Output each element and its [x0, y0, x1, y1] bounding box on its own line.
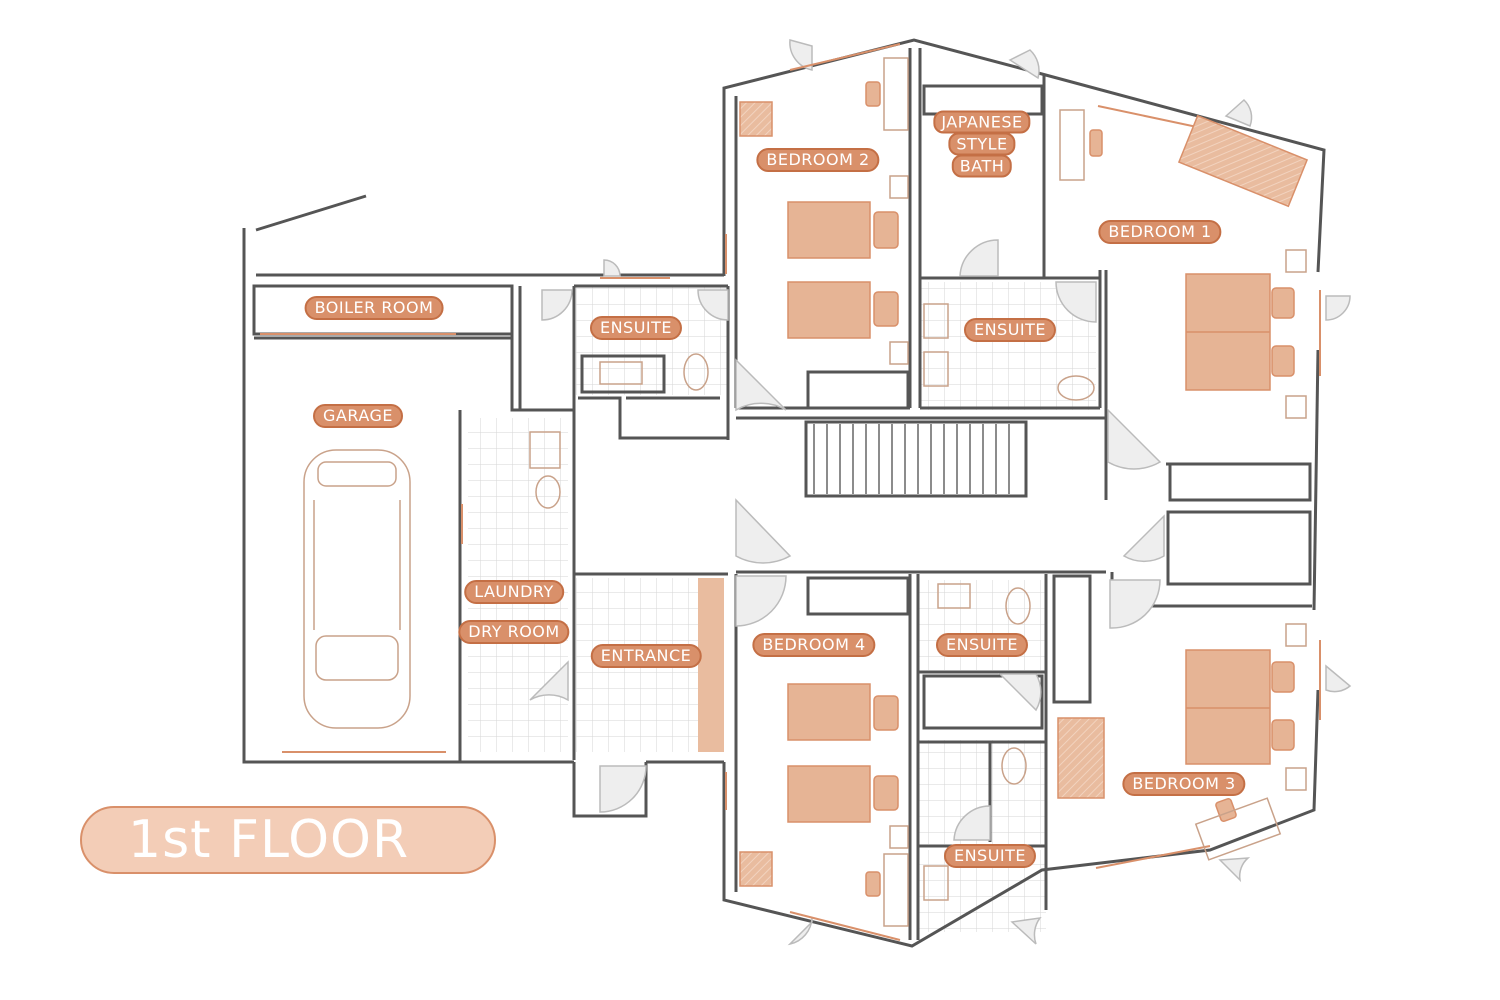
tiled-floors — [468, 282, 1096, 932]
room-label-bedroom-2: BEDROOM 2 — [756, 148, 880, 172]
fixtures — [303, 57, 1307, 927]
room-label-ensuite-1: ENSUITE — [589, 316, 683, 340]
room-label-style: STYLE — [948, 132, 1016, 156]
floor-badge — [80, 806, 496, 874]
room-label-boiler-room: BOILER ROOM — [304, 296, 444, 320]
room-label-entrance: ENTRANCE — [590, 644, 702, 668]
room-label-laundry: LAUNDRY — [464, 580, 564, 604]
room-label-bedroom-3: BEDROOM 3 — [1122, 772, 1246, 796]
room-label-bedroom-4: BEDROOM 4 — [752, 633, 876, 657]
room-label-japanese: JAPANESE — [933, 110, 1031, 134]
stair-treads — [813, 424, 1010, 494]
room-label-ensuite-2: ENSUITE — [963, 318, 1057, 342]
floor-label: 1st FLOOR — [128, 810, 410, 870]
doors — [529, 39, 1352, 946]
windows — [260, 43, 1321, 941]
room-label-bath: BATH — [951, 154, 1013, 178]
room-label-ensuite-3: ENSUITE — [935, 633, 1029, 657]
room-label-dry-room: DRY ROOM — [458, 620, 570, 644]
furniture — [739, 81, 1309, 897]
room-label-bedroom-1: BEDROOM 1 — [1098, 220, 1222, 244]
room-label-garage: GARAGE — [313, 404, 403, 428]
room-label-ensuite-4: ENSUITE — [943, 844, 1037, 868]
